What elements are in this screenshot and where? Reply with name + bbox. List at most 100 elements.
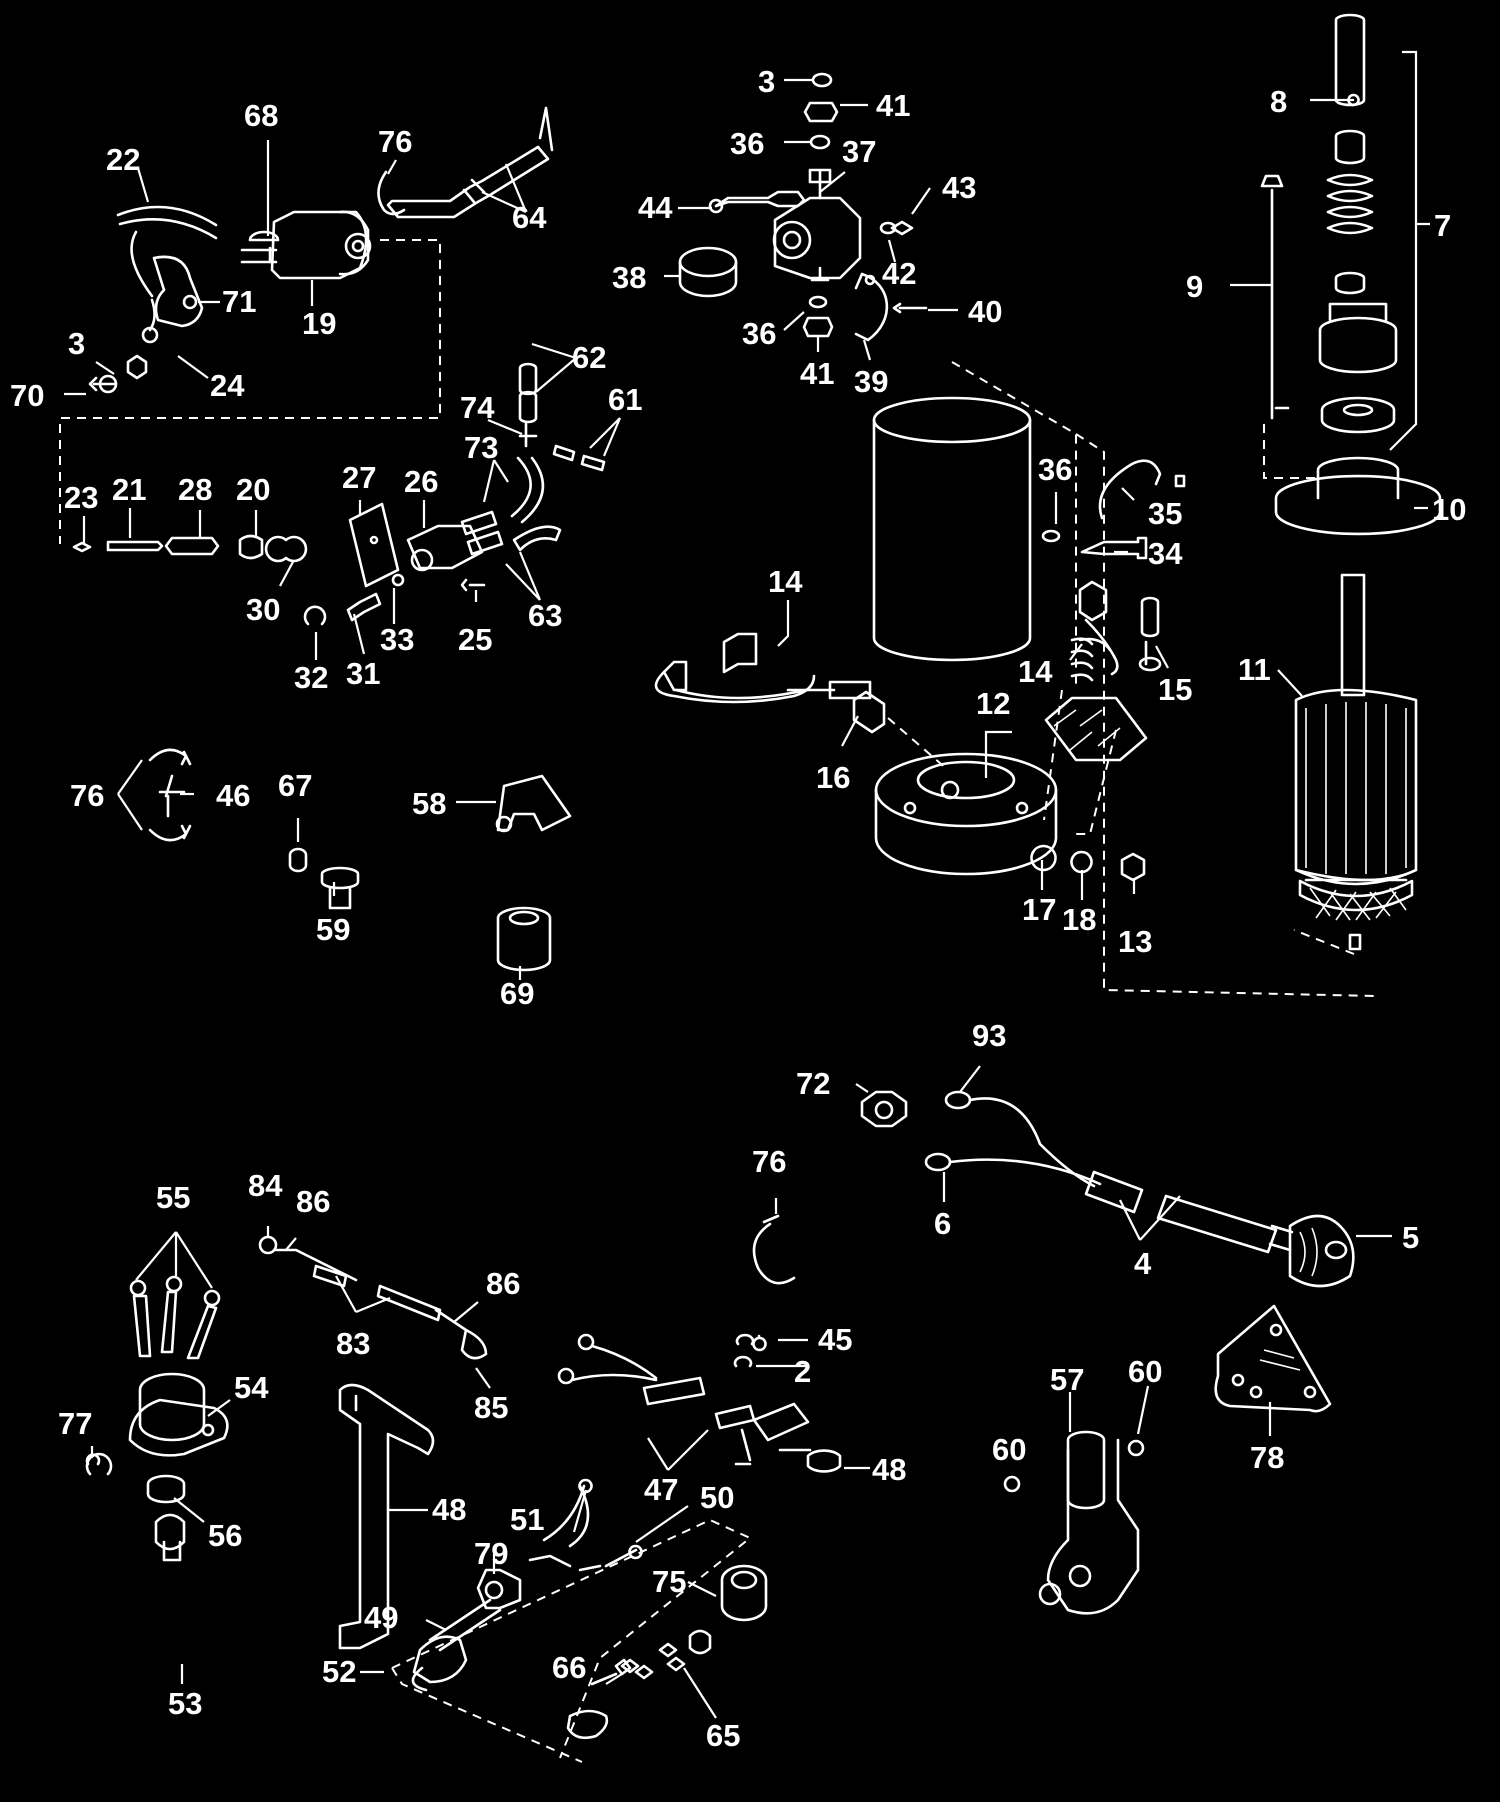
callout-62: 62: [572, 340, 606, 375]
callout-39: 39: [854, 364, 888, 399]
callout-60-left: 60: [992, 1432, 1026, 1467]
callout-64: 64: [512, 200, 547, 235]
callout-36-mid: 36: [742, 316, 776, 351]
callout-34: 34: [1148, 536, 1183, 571]
callout-43: 43: [942, 170, 976, 205]
callout-26: 26: [404, 464, 438, 499]
callout-41-mid: 41: [800, 356, 834, 391]
callout-42: 42: [882, 256, 916, 291]
callout-46: 46: [216, 778, 250, 813]
callout-37: 37: [842, 134, 876, 169]
leader-lines: [64, 50, 1430, 1719]
callout-3-left: 3: [68, 326, 85, 361]
callout-19: 19: [302, 306, 336, 341]
callout-76-mid: 76: [70, 778, 104, 813]
callout-33: 33: [380, 622, 414, 657]
callout-47: 47: [644, 1472, 678, 1507]
callout-15: 15: [1158, 672, 1192, 707]
callout-59: 59: [316, 912, 350, 947]
callout-13: 13: [1118, 924, 1152, 959]
callout-79: 79: [474, 1536, 508, 1571]
callout-49: 49: [364, 1600, 398, 1635]
callout-58: 58: [412, 786, 446, 821]
callout-16: 16: [816, 760, 850, 795]
callout-7: 7: [1434, 208, 1451, 243]
callout-51: 51: [510, 1502, 544, 1537]
callout-48-right: 48: [872, 1452, 906, 1487]
callout-23: 23: [64, 480, 98, 515]
callout-24: 24: [210, 368, 245, 403]
lower-left-group: [85, 1235, 488, 1650]
callout-56: 56: [208, 1518, 242, 1553]
callout-4: 4: [1134, 1246, 1152, 1281]
callout-44: 44: [638, 190, 673, 225]
callout-27: 27: [342, 460, 376, 495]
drive-assembly: [1260, 13, 1442, 955]
battery-cable-group: [752, 1090, 1355, 1288]
callout-40: 40: [968, 294, 1002, 329]
callout-25: 25: [458, 622, 492, 657]
callout-48-left: 48: [432, 1492, 466, 1527]
callout-28: 28: [178, 472, 212, 507]
callout-77: 77: [58, 1406, 92, 1441]
wiring-harness-group: [391, 1333, 842, 1763]
callout-2: 2: [794, 1354, 811, 1389]
callout-41-top: 41: [876, 88, 910, 123]
starter-motor-group: [59, 106, 554, 544]
callout-31: 31: [346, 656, 380, 691]
fuel-filter-group: [72, 362, 606, 626]
callout-93: 93: [972, 1018, 1006, 1053]
callout-85: 85: [474, 1390, 508, 1425]
callout-52: 52: [322, 1654, 356, 1689]
small-parts-group: [148, 748, 572, 972]
callout-60-right: 60: [1128, 1354, 1162, 1389]
starter-housing-group: [654, 361, 1375, 997]
callout-36-top: 36: [730, 126, 764, 161]
callout-5: 5: [1402, 1220, 1419, 1255]
callout-35: 35: [1148, 496, 1182, 531]
callout-38: 38: [612, 260, 646, 295]
callout-6: 6: [934, 1206, 951, 1241]
callout-68: 68: [244, 98, 278, 133]
callout-12: 12: [976, 686, 1010, 721]
callout-45: 45: [818, 1322, 852, 1357]
callout-73: 73: [464, 430, 498, 465]
callout-9: 9: [1186, 269, 1203, 304]
solenoid-cluster: [678, 72, 928, 342]
callout-63: 63: [528, 598, 562, 633]
callout-36-right: 36: [1038, 452, 1072, 487]
callout-69: 69: [500, 976, 534, 1011]
callout-14-right: 14: [1018, 654, 1053, 689]
callout-70: 70: [10, 378, 44, 413]
callout-53: 53: [168, 1686, 202, 1721]
callout-61: 61: [608, 382, 642, 417]
callout-86-top: 86: [296, 1184, 330, 1219]
callout-11: 11: [1238, 652, 1271, 687]
callout-32: 32: [294, 660, 328, 695]
callout-65: 65: [706, 1718, 740, 1753]
callout-14-left: 14: [768, 564, 803, 599]
callout-3-top: 3: [758, 64, 775, 99]
callout-71: 71: [222, 284, 256, 319]
callout-66: 66: [552, 1650, 586, 1685]
callout-67: 67: [278, 768, 312, 803]
callout-10: 10: [1432, 492, 1466, 527]
callout-50: 50: [700, 1480, 734, 1515]
callout-8: 8: [1270, 84, 1287, 119]
callout-55: 55: [156, 1180, 190, 1215]
callout-76-top: 76: [378, 124, 412, 159]
callout-74: 74: [460, 390, 495, 425]
callout-54: 54: [234, 1370, 269, 1405]
callout-75: 75: [652, 1564, 686, 1599]
callout-20: 20: [236, 472, 270, 507]
callout-78: 78: [1250, 1440, 1284, 1475]
callout-30: 30: [246, 592, 280, 627]
callout-22: 22: [106, 142, 140, 177]
callout-83: 83: [336, 1326, 370, 1361]
callout-18: 18: [1062, 902, 1096, 937]
callout-72: 72: [796, 1066, 830, 1101]
callout-17: 17: [1022, 892, 1056, 927]
lower-right-group: [1003, 1304, 1332, 1615]
callout-57: 57: [1050, 1362, 1084, 1397]
